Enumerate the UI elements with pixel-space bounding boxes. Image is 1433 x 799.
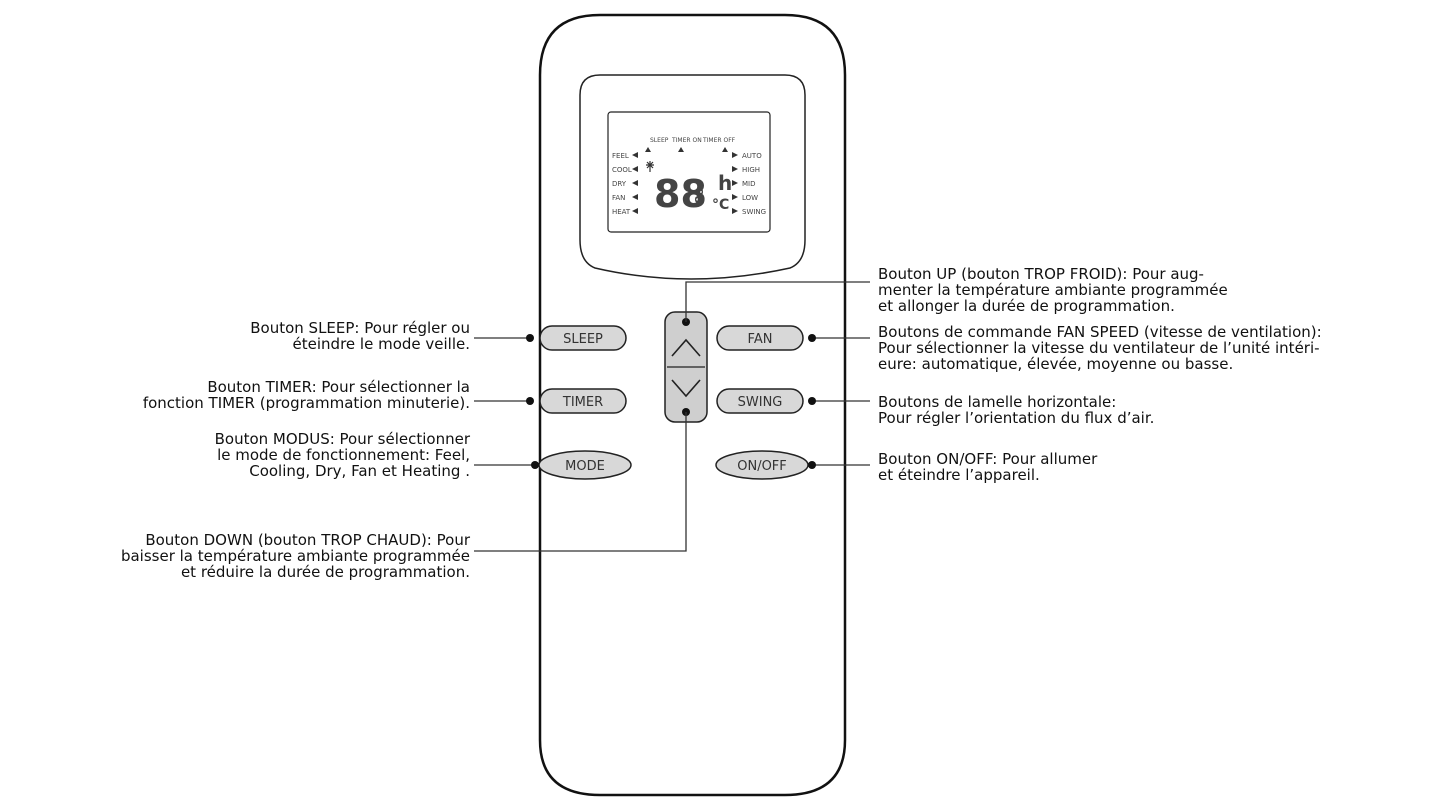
lcd-hour-unit: h bbox=[718, 171, 732, 195]
lcd-main-digits: 88 bbox=[654, 172, 707, 216]
lcd-timer-off-label: TIMER OFF bbox=[702, 137, 736, 144]
caption-modus-line: le mode de fonctionnement: Feel, bbox=[217, 446, 470, 464]
caption-fan-line: eure: automatique, élevée, moyenne ou ba… bbox=[878, 355, 1234, 373]
lcd-content: SLEEP TIMER ON TIMER OFF FEEL COOL DRY F… bbox=[612, 137, 766, 216]
caption-onoff: Bouton ON/OFF: Pour allumer et éteindre … bbox=[878, 451, 1097, 483]
lcd-mode-fan: FAN bbox=[612, 194, 625, 202]
caption-timer-line: Bouton TIMER: Pour sélectionner la bbox=[207, 378, 470, 396]
caption-sleep: Bouton SLEEP: Pour régler ou éteindre le… bbox=[250, 320, 470, 352]
up-arrow-icon bbox=[671, 338, 701, 357]
caption-up: Bouton UP (bouton TROP FROID): Pour aug-… bbox=[878, 266, 1228, 314]
svg-text:MODE: MODE bbox=[565, 459, 605, 474]
fan-button[interactable]: FAN bbox=[716, 325, 804, 351]
svg-text:SWING: SWING bbox=[738, 395, 783, 410]
lcd-celsius-unit: °C bbox=[712, 197, 729, 213]
caption-onoff-line: et éteindre l’appareil. bbox=[878, 466, 1040, 484]
lcd-left-arrows-icon bbox=[632, 152, 638, 214]
leader-dots bbox=[526, 334, 816, 469]
svg-text:TIMER: TIMER bbox=[562, 395, 603, 410]
caption-timer-line: fonction TIMER (programmation minuterie)… bbox=[142, 394, 470, 412]
caption-swing-line: Boutons de lamelle horizontale: bbox=[878, 393, 1117, 411]
lcd-small-digits: 88 bbox=[692, 188, 705, 203]
lcd-fan-low: LOW bbox=[742, 194, 758, 202]
lcd-fan-swing: SWING bbox=[742, 208, 766, 216]
lcd-right-arrows-icon bbox=[732, 152, 738, 214]
lcd-mode-feel: FEEL bbox=[612, 152, 629, 160]
caption-timer: Bouton TIMER: Pour sélectionner la fonct… bbox=[143, 379, 470, 411]
caption-down-line: et réduire la durée de programmation. bbox=[180, 563, 470, 581]
caption-fan-line: Pour sélectionner la vitesse du ventilat… bbox=[878, 339, 1320, 357]
caption-swing-line: Pour régler l’orientation du flux d’air. bbox=[878, 409, 1155, 427]
caption-up-line: menter la température ambiante programmé… bbox=[878, 281, 1228, 299]
caption-swing: Boutons de lamelle horizontale: Pour rég… bbox=[878, 394, 1154, 426]
caption-up-line: et allonger la durée de programmation. bbox=[878, 297, 1175, 315]
leader-lines bbox=[474, 281, 870, 552]
mode-button[interactable]: MODE bbox=[538, 450, 632, 480]
lcd-screen bbox=[607, 111, 771, 233]
lcd-mode-dry: DRY bbox=[612, 180, 627, 188]
caption-modus-line: Bouton MODUS: Pour sélectionner bbox=[214, 430, 470, 448]
lcd-up-markers-icon bbox=[645, 147, 728, 152]
caption-modus-line: Cooling, Dry, Fan et Heating . bbox=[249, 462, 470, 480]
svg-text:FAN: FAN bbox=[748, 332, 773, 347]
sleep-button[interactable]: SLEEP bbox=[539, 325, 627, 351]
caption-sleep-line: éteindre le mode veille. bbox=[292, 335, 470, 353]
caption-fan: Boutons de commande FAN SPEED (vitesse d… bbox=[878, 324, 1322, 372]
timer-button[interactable]: TIMER bbox=[539, 388, 627, 414]
caption-modus: Bouton MODUS: Pour sélectionner le mode … bbox=[215, 431, 470, 479]
svg-text:SLEEP: SLEEP bbox=[563, 332, 603, 347]
lcd-fan-mid: MID bbox=[742, 180, 756, 188]
lcd-fan-high: HIGH bbox=[742, 166, 760, 174]
caption-up-line: Bouton UP (bouton TROP FROID): Pour aug- bbox=[878, 265, 1204, 283]
caption-down-line: baisser la température ambiante programm… bbox=[120, 547, 470, 565]
lcd-fan-symbol-icon bbox=[646, 161, 654, 172]
caption-fan-line: Boutons de commande FAN SPEED (vitesse d… bbox=[878, 323, 1322, 341]
caption-down-line: Bouton DOWN (bouton TROP CHAUD): Pour bbox=[145, 531, 470, 549]
lcd-mode-heat: HEAT bbox=[612, 208, 631, 216]
lcd-sleep-label: SLEEP bbox=[650, 137, 669, 144]
swing-button[interactable]: SWING bbox=[716, 388, 804, 414]
onoff-button[interactable]: ON/OFF bbox=[715, 450, 809, 480]
caption-down: Bouton DOWN (bouton TROP CHAUD): Pour ba… bbox=[121, 532, 470, 580]
caption-sleep-line: Bouton SLEEP: Pour régler ou bbox=[250, 319, 470, 337]
caption-onoff-line: Bouton ON/OFF: Pour allumer bbox=[878, 450, 1098, 468]
lcd-timer-on-label: TIMER ON bbox=[671, 137, 702, 144]
svg-text:ON/OFF: ON/OFF bbox=[737, 459, 787, 474]
lcd-mode-cool: COOL bbox=[612, 166, 632, 174]
down-arrow-icon bbox=[671, 379, 701, 398]
lcd-fan-auto: AUTO bbox=[742, 152, 762, 160]
